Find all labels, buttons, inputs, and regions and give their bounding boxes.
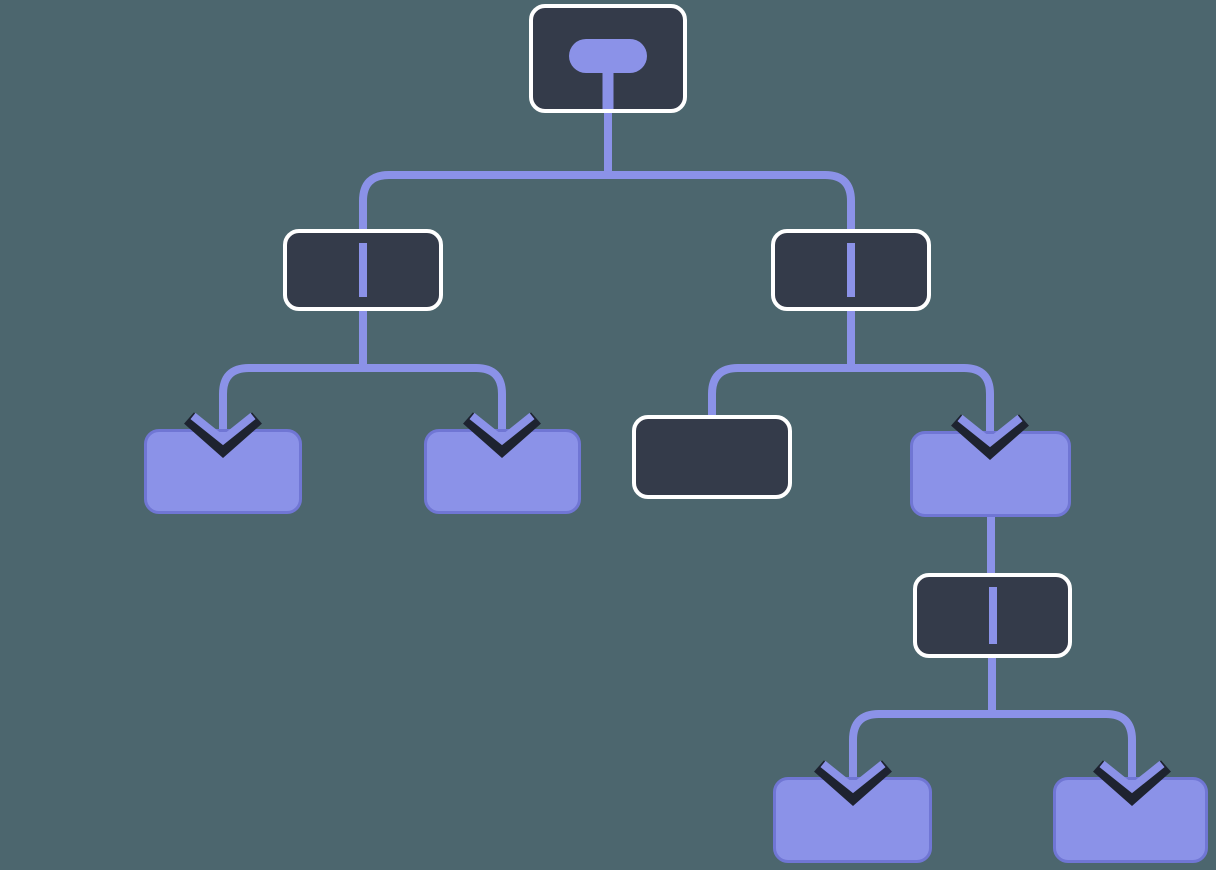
tree-node-leaf-4[interactable] xyxy=(773,777,932,863)
tree-node-branch-left[interactable] xyxy=(283,229,443,311)
tree-edge xyxy=(359,108,855,236)
tree-node-leaf-3[interactable] xyxy=(910,431,1071,517)
tree-node-leaf-1[interactable] xyxy=(144,429,302,514)
root-pill-icon xyxy=(569,39,647,109)
tree-edge xyxy=(219,306,506,438)
pass-through-line-icon xyxy=(359,243,367,297)
tree-node-leaf-2[interactable] xyxy=(424,429,581,514)
pass-through-line-icon xyxy=(988,587,997,644)
tree-node-dark-leaf[interactable] xyxy=(632,415,792,499)
tree-node-leaf-5[interactable] xyxy=(1053,777,1208,863)
tree-node-branch-bottom[interactable] xyxy=(913,573,1072,658)
tree-node-branch-right[interactable] xyxy=(771,229,931,311)
pass-through-line-icon xyxy=(847,243,855,297)
tree-node-root[interactable] xyxy=(529,4,687,113)
tree-edge xyxy=(849,653,1136,786)
